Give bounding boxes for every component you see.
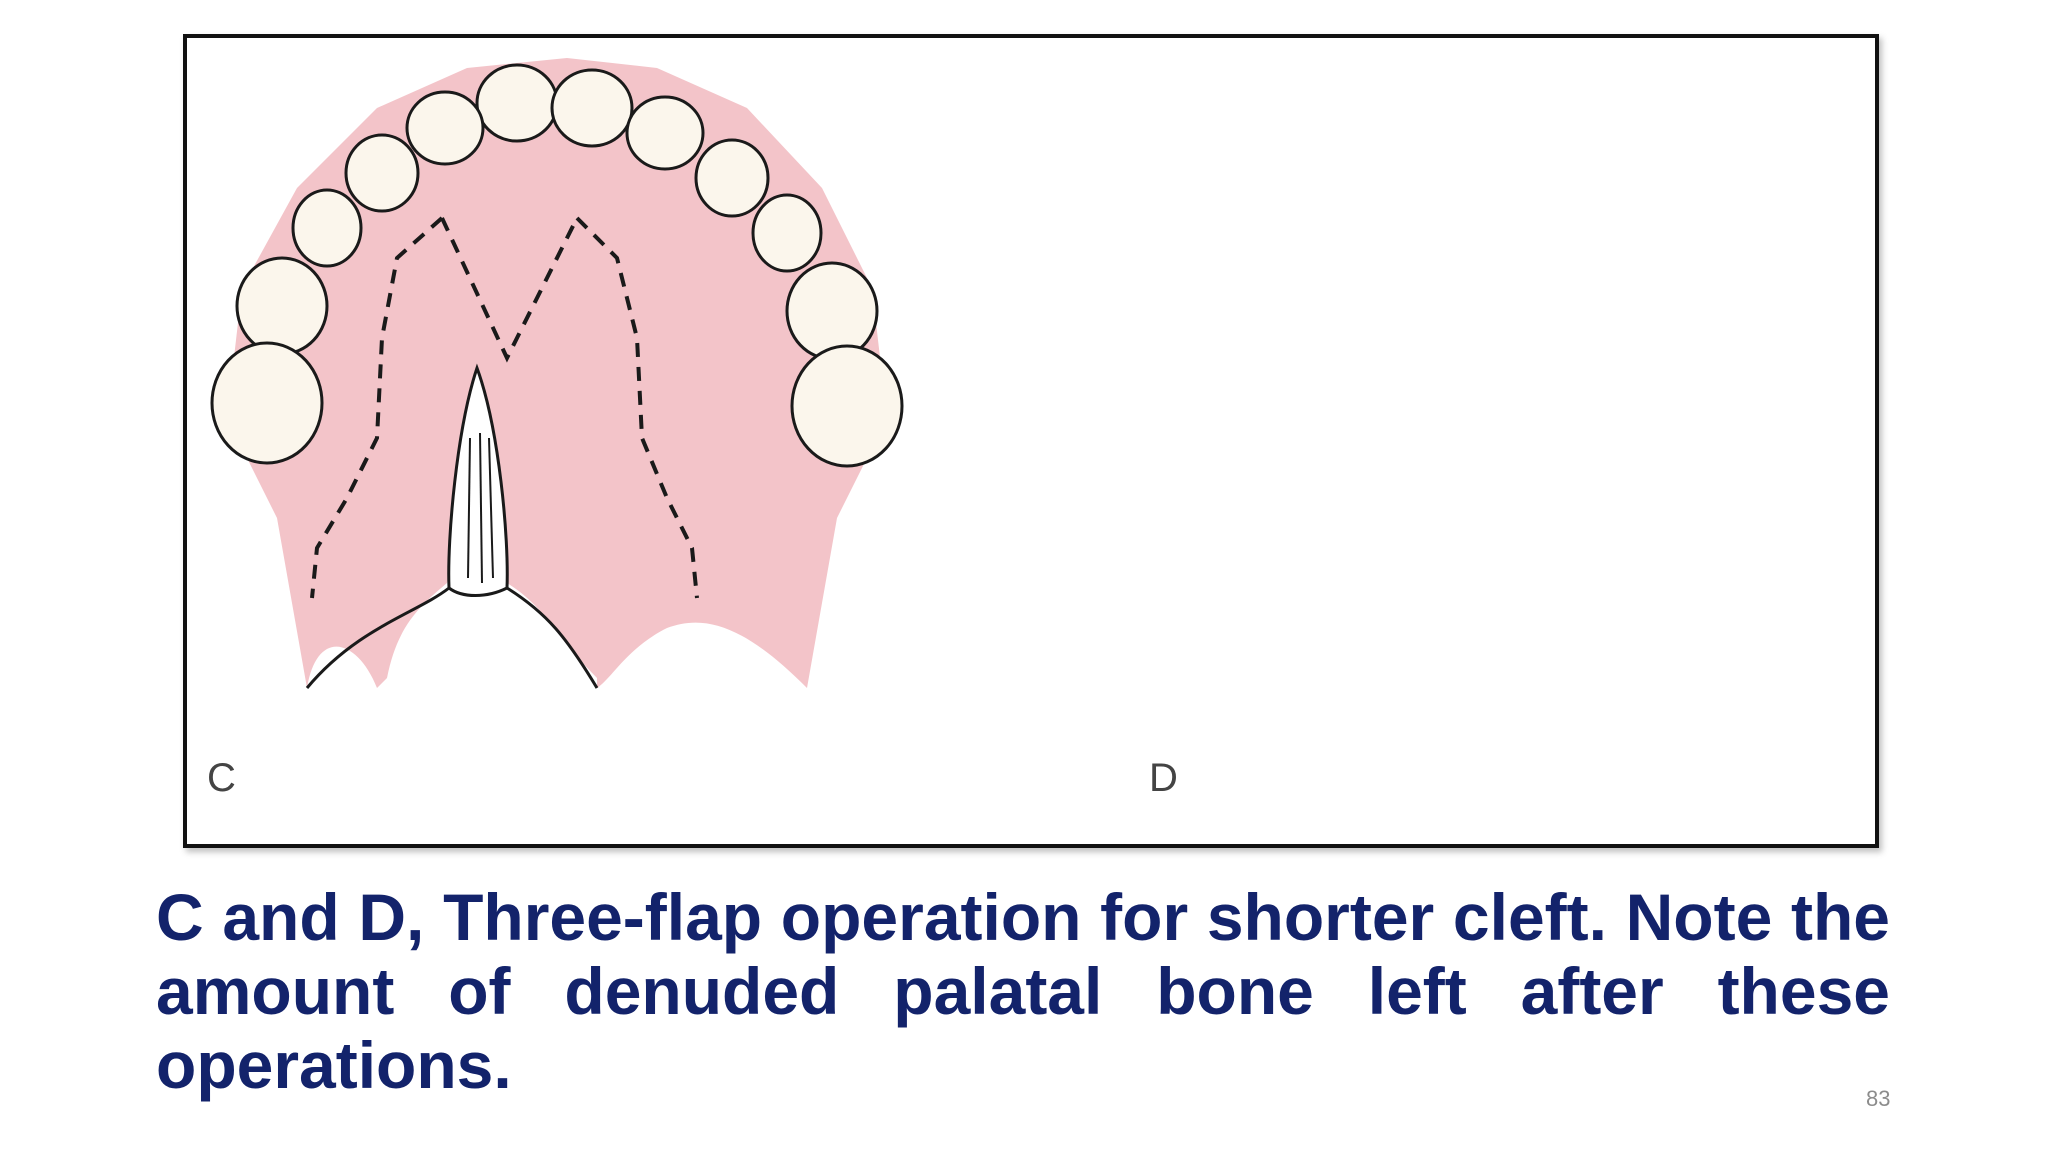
figure-caption: C and D, Three-flap operation for shorte…: [156, 880, 1890, 1102]
panel-c-drawing: [210, 58, 904, 689]
panel-c-palate: [227, 58, 887, 688]
panel-c-incision-line: [575, 216, 699, 599]
panel-c-label: C: [207, 756, 236, 800]
slide-number: 83: [1866, 1086, 1891, 1111]
panel-d-label: D: [1149, 756, 1178, 800]
panel-c-incision-line: [310, 216, 444, 599]
panel-c-incision-line: [440, 217, 579, 363]
panel-c-teeth: [210, 63, 904, 468]
illustration-frame: C D: [183, 34, 1879, 848]
palate-illustrations: [210, 58, 904, 689]
